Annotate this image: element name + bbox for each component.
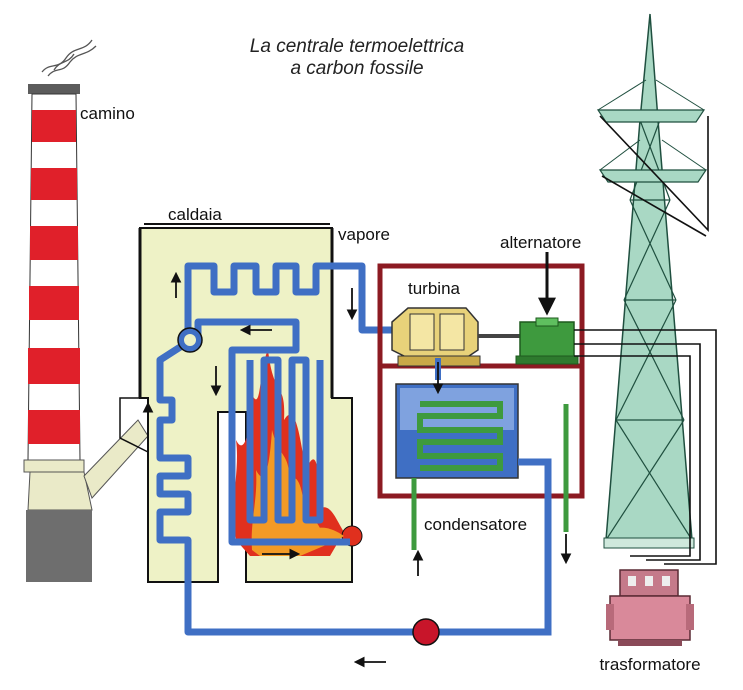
smoke-icon xyxy=(41,39,97,77)
turbine-label: turbina xyxy=(408,279,461,298)
condenser-label: condensatore xyxy=(424,515,527,534)
transformer xyxy=(606,569,694,646)
transmission-tower xyxy=(596,13,708,549)
power-lines xyxy=(574,115,717,565)
turbine xyxy=(391,307,481,367)
condenser xyxy=(395,383,519,479)
chimney xyxy=(23,84,149,582)
alternator xyxy=(515,317,579,365)
transformer-label: trasformatore xyxy=(599,655,700,674)
cooling-water-pipes xyxy=(411,404,569,636)
boiler-piping xyxy=(156,262,416,636)
chimney-label: camino xyxy=(80,104,135,123)
diagram-title-line1: La centrale termoelettrica xyxy=(250,36,464,57)
feed-pump xyxy=(412,618,440,646)
steam-drum-inner xyxy=(184,334,196,346)
steam-label: vapore xyxy=(338,225,390,244)
diagram-title-line2: a carbon fossile xyxy=(290,58,423,79)
flow-arrows xyxy=(142,271,386,668)
boiler-label: caldaia xyxy=(168,205,222,224)
alternator-label: alternatore xyxy=(500,233,581,252)
turbine-hall-frame xyxy=(377,263,585,499)
